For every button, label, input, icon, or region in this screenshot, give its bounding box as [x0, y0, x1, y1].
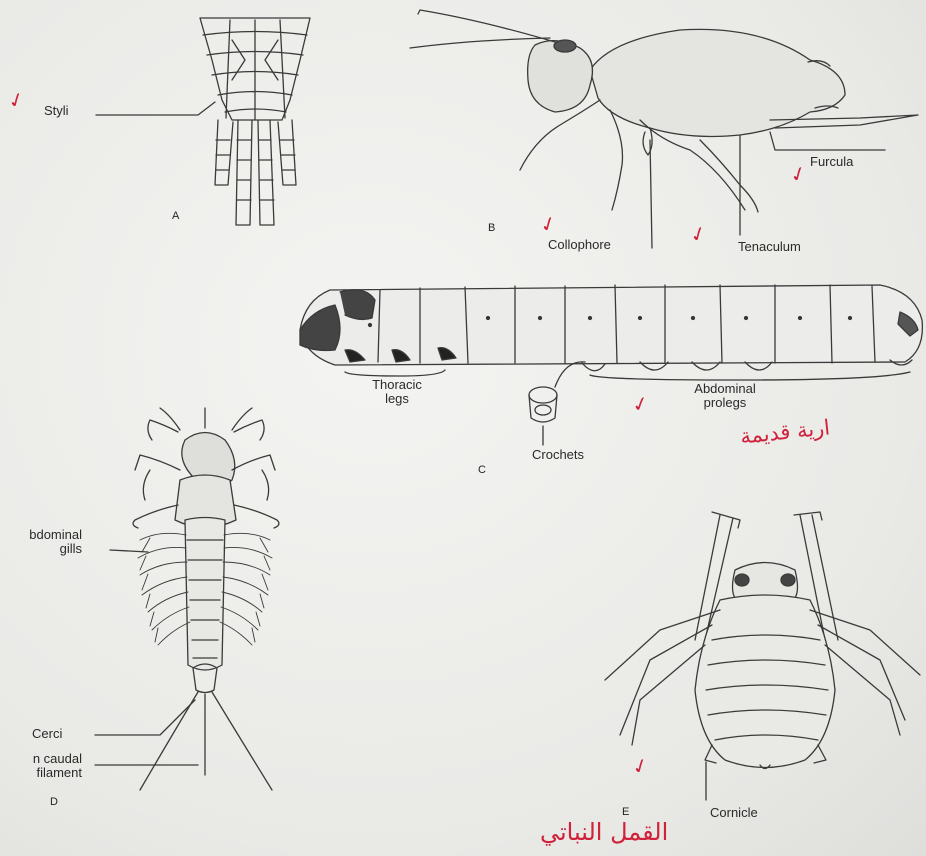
label-collophore: Collophore [548, 238, 611, 252]
panel-letter-b: B [488, 222, 495, 234]
label-thoracic-line2: legs [362, 392, 432, 406]
label-cornicle: Cornicle [710, 806, 758, 820]
label-abdominal-line2: prolegs [680, 396, 770, 410]
label-abdominal-prolegs: Abdominal prolegs [680, 382, 770, 410]
panel-letter-e: E [622, 806, 629, 818]
label-tenaculum: Tenaculum [738, 240, 801, 254]
panel-letter-a: A [172, 210, 179, 222]
label-crochets: Crochets [532, 448, 584, 462]
label-median-line2: filament [0, 766, 82, 780]
label-thoracic-legs: Thoracic legs [362, 378, 432, 406]
label-abdominal-line1: Abdominal [680, 382, 770, 396]
label-styli: Styli [44, 104, 69, 118]
label-cerci: Cerci [32, 727, 62, 741]
panel-b-drawing [410, 10, 918, 248]
handwritten-note-e: القمل النباتي [540, 818, 668, 846]
label-abdominal-gills: bdominal gills [0, 528, 82, 556]
label-furcula: Furcula [810, 155, 853, 169]
label-thoracic-line1: Thoracic [362, 378, 432, 392]
panel-letter-d: D [50, 796, 58, 808]
panel-d-drawing [95, 408, 279, 790]
label-median-caudal-filament: n caudal filament [0, 752, 82, 780]
label-gills-line1: bdominal [0, 528, 82, 542]
panel-e-drawing [605, 512, 920, 800]
panel-letter-c: C [478, 464, 486, 476]
label-gills-line2: gills [0, 542, 82, 556]
panel-a-drawing [96, 18, 310, 225]
label-median-line1: n caudal [0, 752, 82, 766]
